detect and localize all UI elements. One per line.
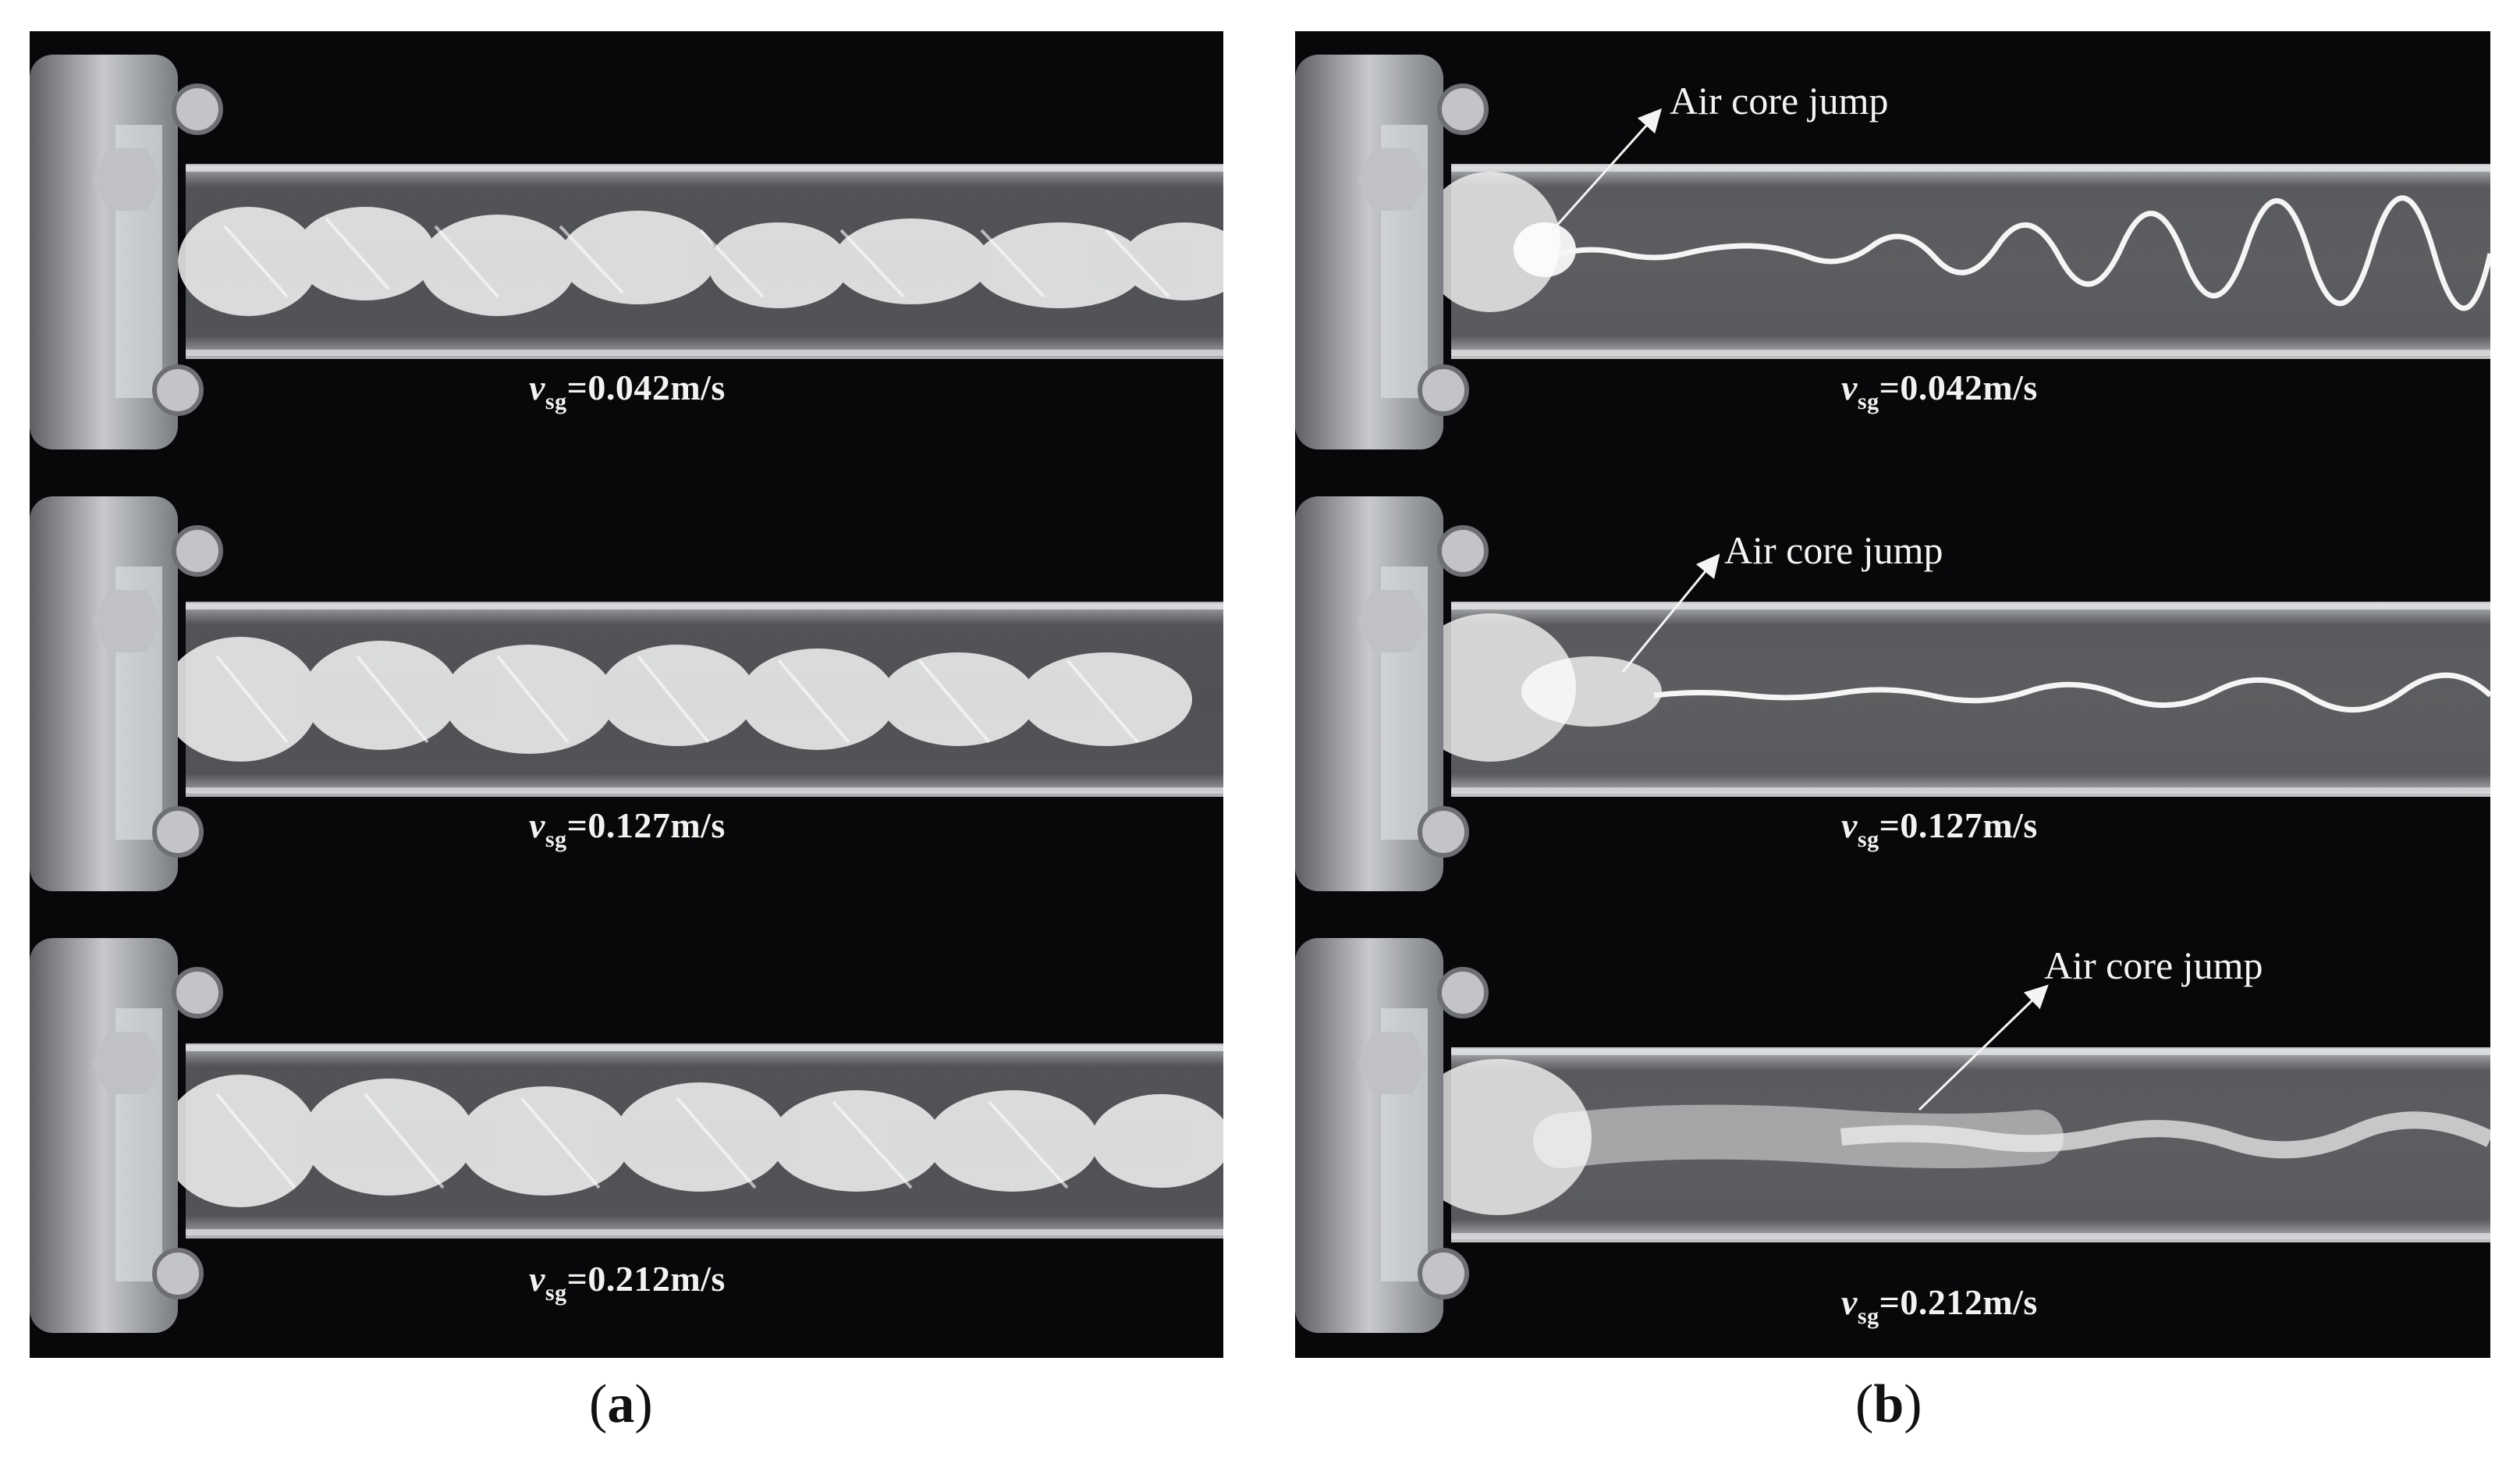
velocity-subscript: sg [1857, 389, 1879, 414]
photo-b2: Air core jump vsg=0.127m/s [1295, 473, 2490, 915]
velocity-symbol: v [529, 1259, 545, 1299]
photo-a1: vsg=0.042m/s [30, 31, 1223, 473]
caption-close: ) [634, 1374, 653, 1434]
caption-open: ( [589, 1374, 608, 1434]
air-core-jump-label: Air core jump [1724, 528, 1943, 572]
photo-a2: vsg=0.127m/s [30, 473, 1223, 915]
pipe-flow-image [1295, 31, 2490, 473]
caption-letter: b [1873, 1374, 1904, 1434]
photo-a3: vsg=0.212m/s [30, 915, 1223, 1358]
velocity-symbol: v [1841, 805, 1858, 845]
pipe-flow-image [30, 473, 1223, 915]
caption-close: ) [1904, 1374, 1922, 1434]
pipe-flow-image [1295, 473, 2490, 915]
velocity-label: vsg=0.212m/s [529, 1258, 726, 1306]
velocity-value: =0.212m/s [566, 1259, 726, 1299]
pipe-flow-image [30, 915, 1223, 1358]
pipe-flow-image [1295, 915, 2490, 1358]
velocity-subscript: sg [1857, 826, 1879, 852]
velocity-label: vsg=0.042m/s [1841, 367, 2038, 414]
velocity-symbol: v [529, 368, 545, 407]
velocity-label: vsg=0.127m/s [1841, 805, 2038, 852]
air-core-jump-label: Air core jump [2044, 943, 2263, 987]
panel-a-caption: (a) [589, 1373, 653, 1436]
velocity-symbol: v [1841, 368, 1858, 407]
photo-b1: Air core jump vsg=0.042m/s [1295, 31, 2490, 473]
air-core-jump-label: Air core jump [1670, 79, 1889, 123]
velocity-subscript: sg [1857, 1303, 1879, 1329]
velocity-value: =0.212m/s [1879, 1282, 2038, 1322]
velocity-subscript: sg [545, 1280, 567, 1306]
velocity-subscript: sg [545, 826, 567, 852]
photo-b3: Air core jump vsg=0.212m/s [1295, 915, 2490, 1358]
caption-open: ( [1855, 1374, 1874, 1434]
panel-b-caption: (b) [1855, 1373, 1922, 1436]
velocity-label: vsg=0.042m/s [529, 367, 726, 414]
panel-b: Air core jump vsg=0.042m/s Air core jump… [1295, 31, 2490, 1358]
velocity-subscript: sg [545, 389, 567, 414]
velocity-value: =0.042m/s [1879, 368, 2038, 407]
velocity-value: =0.127m/s [566, 805, 726, 845]
velocity-value: =0.127m/s [1879, 805, 2038, 845]
velocity-value: =0.042m/s [566, 368, 726, 407]
velocity-symbol: v [1841, 1282, 1858, 1322]
velocity-symbol: v [529, 805, 545, 845]
velocity-label: vsg=0.212m/s [1841, 1281, 2038, 1329]
pipe-flow-image [30, 31, 1223, 473]
panel-a: vsg=0.042m/s [30, 31, 1223, 1358]
caption-letter: a [607, 1374, 635, 1434]
velocity-label: vsg=0.127m/s [529, 805, 726, 852]
